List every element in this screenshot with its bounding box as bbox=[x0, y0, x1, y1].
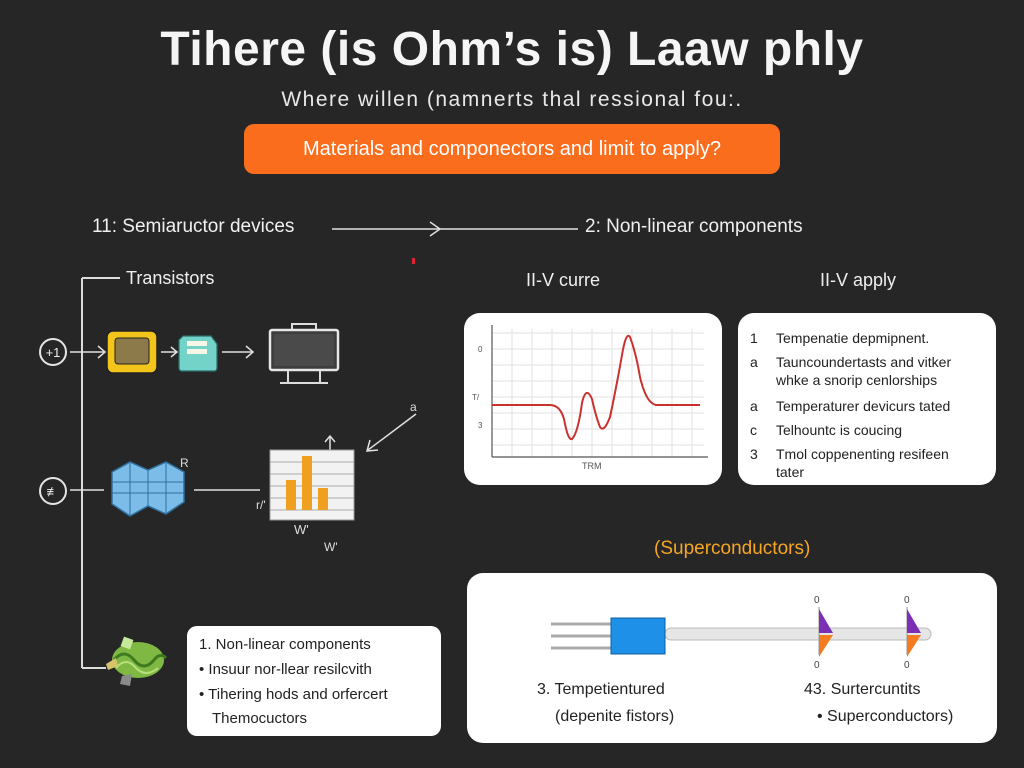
nonlinear-card: 1. Non-linear components • Insuur nor-ll… bbox=[187, 626, 441, 736]
iv-tick-2: 3 bbox=[478, 421, 483, 430]
wire-marker-top-1: 0 bbox=[814, 595, 820, 606]
iv-apply-marker: 3 bbox=[750, 446, 758, 462]
super-right-caption-2: • Superconductors) bbox=[817, 708, 954, 725]
small-arrow-2 bbox=[222, 345, 255, 359]
super-right-caption-1: 43. Surtercuntits bbox=[804, 681, 921, 698]
iv-apply-marker: a bbox=[750, 354, 758, 370]
superconductor-wire-diagram bbox=[551, 607, 932, 657]
iv-apply-text: Temperaturer devicurs tated bbox=[776, 398, 951, 414]
red-dot bbox=[412, 258, 415, 264]
node-2-connector bbox=[70, 489, 104, 491]
iv-curve-plot bbox=[491, 325, 708, 458]
iv-apply-marker: a bbox=[750, 398, 758, 414]
iv-apply-text: Tempenatie depmipnent. bbox=[776, 330, 930, 346]
iv-apply-heading: II-V apply bbox=[820, 270, 897, 290]
nonlinear-heading: 2: Non-linear components bbox=[585, 216, 803, 237]
iv-curve-heading: II-V curre bbox=[526, 270, 601, 290]
superconductors-card: 0 0 0 0 3. Tempetientured (depenite fist… bbox=[467, 573, 997, 743]
node-1-arrow bbox=[70, 345, 107, 359]
iv-apply-text: tater bbox=[776, 464, 805, 480]
iv-ylabel: T/ bbox=[472, 393, 480, 402]
iv-apply-text: Tauncoundertasts and vitker bbox=[776, 354, 952, 370]
diagonal-arrow bbox=[365, 413, 417, 452]
iv-apply-marker: 1 bbox=[750, 330, 758, 346]
bar-chart-icon bbox=[269, 434, 355, 521]
iv-apply-text: whke a snorip cenlorships bbox=[776, 372, 938, 388]
green-coil-icon bbox=[106, 636, 168, 686]
nonlinear-item: Themocuctors bbox=[212, 710, 308, 727]
iv-tick-1: 0 bbox=[478, 345, 483, 354]
iv-apply-marker: c bbox=[750, 422, 757, 438]
tree-connector bbox=[81, 277, 120, 669]
question-banner: Materials and componectors and limit to … bbox=[244, 124, 780, 174]
chart-bottom-label-1: W' bbox=[294, 522, 309, 537]
yellow-device-icon bbox=[106, 330, 158, 374]
iv-apply-text: Telhountc is coucing bbox=[776, 422, 903, 438]
superconductors-heading: (Superconductors) bbox=[654, 538, 811, 559]
wire-marker-top-2: 0 bbox=[904, 595, 910, 606]
nonlinear-item: • Insuur nor-llear resilcvith bbox=[199, 661, 372, 678]
wire-marker-bottom-2: 0 bbox=[904, 660, 910, 671]
semiconductor-heading: 11: Semiaructor devices bbox=[92, 216, 295, 237]
page-title: Tihere (is Ohm’s is) Laaw phly bbox=[160, 23, 864, 76]
chart-side-label: r/' bbox=[256, 498, 266, 512]
node-2-marker: ≢ bbox=[39, 477, 67, 505]
page-subtitle: Where willen (namnerts thal ressional fo… bbox=[281, 88, 743, 111]
small-arrow-1 bbox=[161, 346, 179, 358]
monitor-icon bbox=[268, 323, 340, 384]
wire-marker-bottom-1: 0 bbox=[814, 660, 820, 671]
blue-crystal-icon bbox=[111, 461, 185, 517]
flow-arrow bbox=[332, 221, 578, 237]
nonlinear-item: 1. Non-linear components bbox=[199, 636, 371, 653]
super-left-caption-1: 3. Tempetientured bbox=[537, 681, 665, 698]
iv-apply-text: Tmol coppenenting resifeen bbox=[776, 446, 949, 462]
arrow-marker: a bbox=[410, 400, 417, 414]
crystal-marker: R bbox=[180, 456, 189, 470]
iv-xlabel: TRM bbox=[582, 461, 602, 471]
super-left-caption-2: (depenite fistors) bbox=[555, 708, 675, 725]
iv-curve-card: 0 T/ 3 TRM bbox=[464, 313, 722, 485]
iv-apply-card: 1 Tempenatie depmipnent. a Tauncounderta… bbox=[738, 313, 996, 485]
transistors-label: Transistors bbox=[126, 268, 215, 288]
crystal-connector bbox=[194, 489, 260, 491]
nonlinear-item: • Tihering hods and orfercert bbox=[199, 686, 388, 703]
node-1-marker: +1 bbox=[39, 338, 67, 366]
teal-chip-icon bbox=[178, 335, 218, 372]
chart-bottom-label-2: W' bbox=[324, 540, 338, 554]
